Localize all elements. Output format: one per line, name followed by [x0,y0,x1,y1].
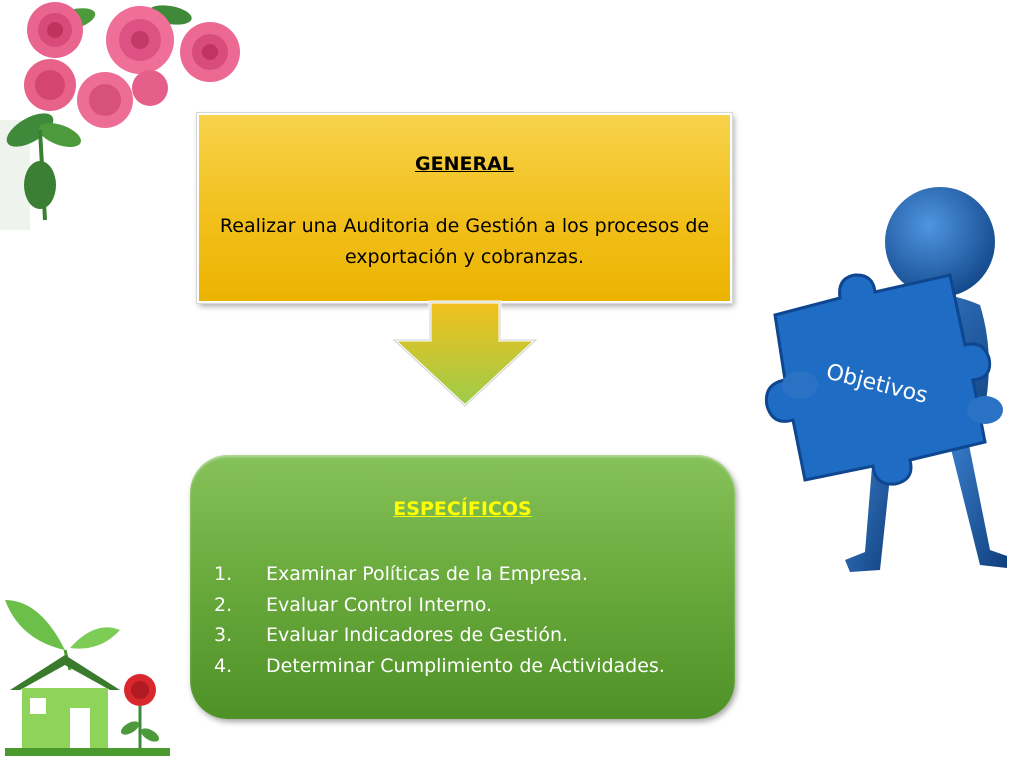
list-item-number: 4. [214,654,233,677]
list-item-text: Determinar Cumplimiento de Actividades. [266,654,665,677]
list-item-text: Examinar Políticas de la Empresa. [266,563,588,585]
list-item: 4. Determinar Cumplimiento de Actividade… [214,651,665,682]
list-item-text: Evaluar Control Interno. [266,593,493,616]
specific-objectives-box: ESPECÍFICOS 1. Examinar Políticas de la … [190,455,735,719]
list-item-text: Evaluar Indicadores de Gestión. [266,624,569,646]
list-item: 3. Evaluar Indicadores de Gestión. [214,620,665,651]
puzzle-figure-icon: Objetivos [764,187,1007,572]
house-icon [5,600,170,756]
list-item-number: 3. [214,624,233,646]
list-item-number: 2. [214,593,233,616]
general-objective-box: GENERAL Realizar una Auditoria de Gestió… [197,113,732,303]
specific-list: 1. Examinar Políticas de la Empresa. 2. … [214,559,665,681]
list-item: 2. Evaluar Control Interno. [214,590,665,621]
specific-title: ESPECÍFICOS [393,498,532,520]
arrow-down-icon [390,300,540,409]
list-item-number: 1. [214,563,233,585]
general-title: GENERAL [415,153,514,175]
list-item: 1. Examinar Políticas de la Empresa. [214,559,665,590]
general-text: Realizar una Auditoria de Gestión a los … [219,215,710,268]
